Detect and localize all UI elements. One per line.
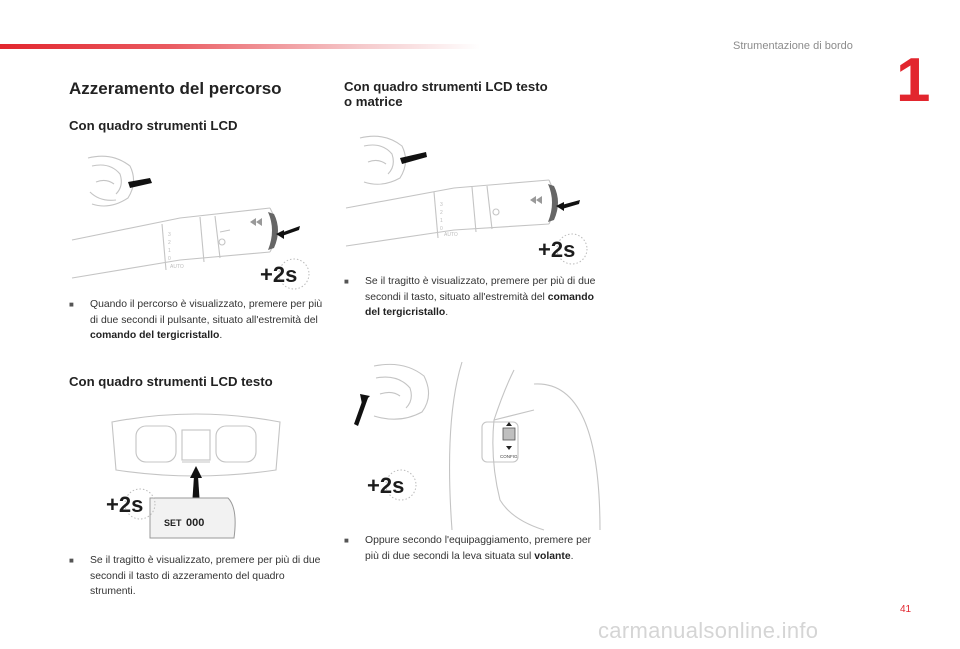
instruction-lcd-text: ■ Se il tragitto è visualizzato, premere… — [69, 555, 321, 597]
hold-2s-badge: +2s — [258, 257, 310, 296]
hold-2s-badge: +2s — [104, 487, 156, 526]
heading-lcd-text: Con quadro strumenti LCD testo — [69, 374, 273, 389]
bullet-icon: ■ — [69, 556, 74, 565]
watermark: carmanualsonline.info — [598, 618, 819, 643]
svg-text:0: 0 — [440, 226, 443, 232]
svg-text:0: 0 — [168, 256, 171, 262]
page-title: Azzeramento del percorso — [69, 79, 282, 98]
svg-text:CONFIG: CONFIG — [500, 454, 518, 459]
figure-instrument-panel: SET 000 — [96, 410, 296, 550]
instruction-steering-wheel: ■ Oppure secondo l'equipaggiamento, prem… — [344, 535, 592, 562]
svg-text:+2s: +2s — [538, 237, 575, 262]
bullet-icon: ■ — [69, 300, 74, 309]
instruction-lcd: ■ Quando il percorso è visualizzato, pre… — [69, 299, 323, 341]
running-header: Strumentazione di bordo — [733, 40, 853, 52]
svg-text:+2s: +2s — [106, 492, 143, 517]
svg-text:AUTO: AUTO — [444, 232, 458, 238]
heading-lcd: Con quadro strumenti LCD — [69, 118, 238, 133]
svg-text:2: 2 — [440, 210, 443, 216]
hold-2s-badge: +2s — [365, 468, 417, 507]
svg-text:SET: SET — [164, 518, 182, 528]
heading-lcd-matrix: Con quadro strumenti LCD testo o matrice — [344, 79, 548, 109]
chapter-number: 1 — [896, 46, 931, 115]
bullet-icon: ■ — [344, 536, 349, 545]
svg-text:3: 3 — [168, 232, 171, 238]
bullet-icon: ■ — [344, 277, 349, 286]
page-number: 41 — [900, 604, 912, 615]
svg-text:AUTO: AUTO — [170, 264, 184, 270]
svg-text:2: 2 — [168, 240, 171, 246]
svg-text:+2s: +2s — [260, 262, 297, 287]
svg-text:1: 1 — [440, 218, 443, 224]
svg-text:000: 000 — [186, 517, 204, 529]
header-accent-bar — [0, 44, 480, 49]
svg-text:3: 3 — [440, 202, 443, 208]
instruction-lcd-matrix: ■ Se il tragitto è visualizzato, premere… — [344, 276, 596, 318]
hold-2s-badge: +2s — [536, 232, 588, 271]
svg-text:+2s: +2s — [367, 473, 404, 498]
svg-text:1: 1 — [168, 248, 171, 254]
figure-steering-wheel-lever: CONFIG — [344, 360, 604, 540]
